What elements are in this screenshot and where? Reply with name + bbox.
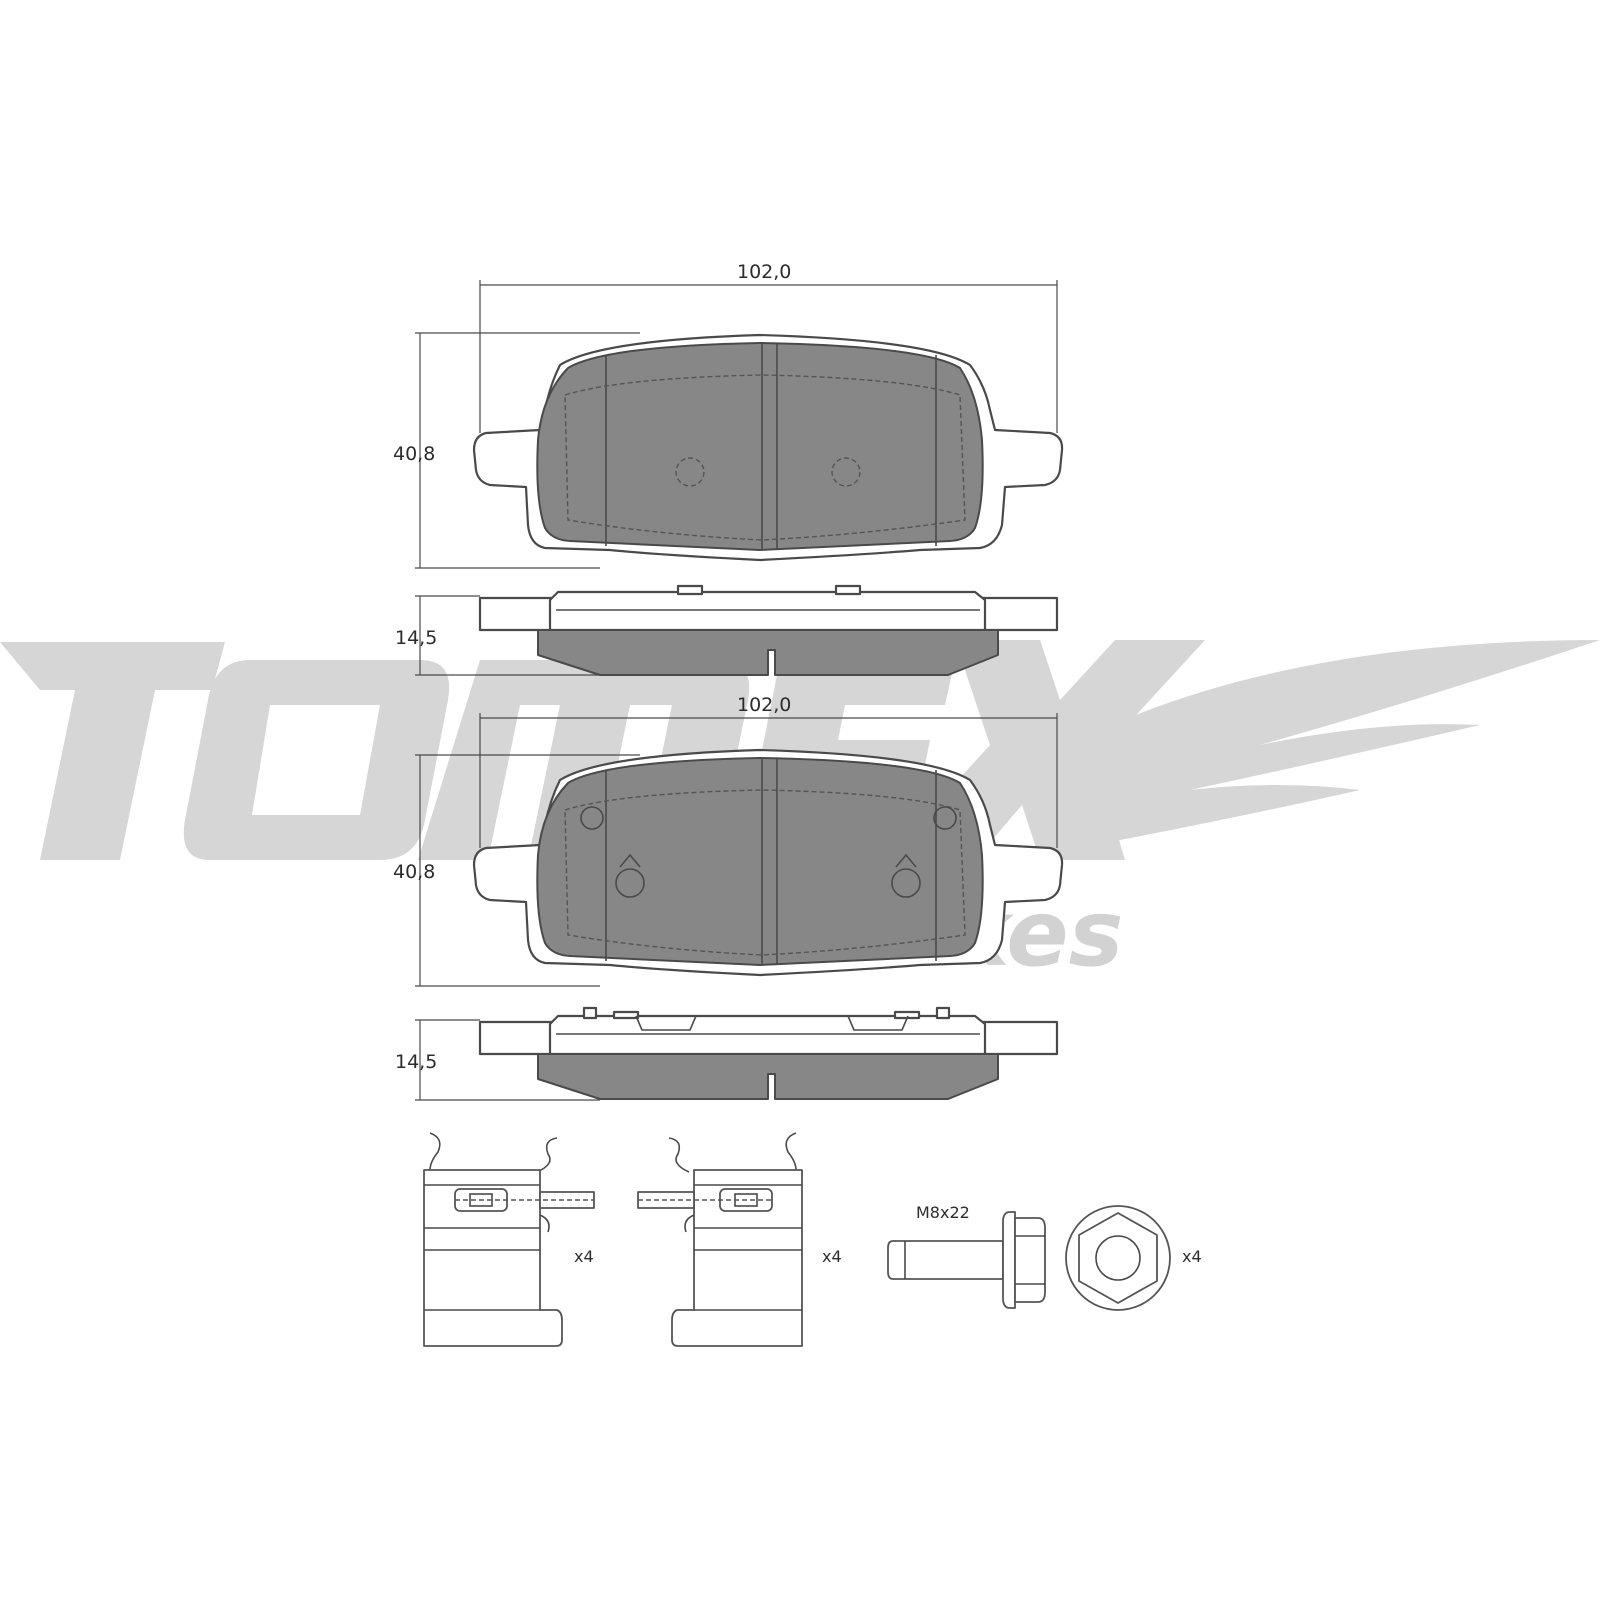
clip-right-body: [671, 1169, 803, 1347]
caliper-bolt: M8x22: [887, 1203, 1046, 1309]
top-pad-thickness-label: 14,5: [395, 627, 437, 649]
bottom-pad-height-label: 40,8: [393, 861, 435, 883]
bolt-head-hexagon: [1078, 1212, 1158, 1304]
bottom-pad-dimensions: 102,0 40,8: [393, 694, 1058, 987]
bottom-pad-hole-notch-left: [619, 853, 641, 868]
bolt-head-top-view: x4: [1065, 1205, 1202, 1311]
bolt-quantity: x4: [1182, 1247, 1202, 1266]
top-side-clip-left: [676, 584, 704, 596]
top-side-shim: [548, 590, 987, 632]
bottom-pad-pin-hole-left: [615, 868, 645, 898]
bottom-pad-hidden-edge: [564, 789, 966, 956]
clip-left-bend: [539, 1214, 550, 1233]
top-pad-dimensions: 102,0 40,8: [393, 261, 1058, 569]
watermark-wing: [1060, 640, 1600, 850]
bottom-side-tab-left-2: [612, 1010, 640, 1020]
clip-left-body: [423, 1169, 563, 1347]
bottom-pad-face-view: [472, 748, 1064, 977]
top-pad-hidden-edge: [564, 374, 966, 541]
top-pad-face-view: [472, 333, 1064, 562]
clip-left-spring-right: [536, 1137, 558, 1173]
bottom-pad-friction-material: [536, 757, 984, 966]
bottom-pad-thickness-dimension: 14,5: [395, 1019, 600, 1101]
watermark-letter-t: [0, 642, 225, 860]
bottom-side-clip-profile-left: [635, 1015, 697, 1031]
clip-left-quantity: x4: [574, 1247, 594, 1266]
bolt-shank: [887, 1240, 1004, 1280]
bottom-pad-thickness-label: 14,5: [395, 1051, 437, 1073]
bolt-size-label: M8x22: [916, 1203, 970, 1222]
bolt-head-center-circle: [1095, 1235, 1141, 1281]
bottom-side-tab-left-1: [582, 1006, 598, 1020]
bolt-flange: [1002, 1211, 1016, 1309]
top-pad-height-label: 40,8: [393, 443, 435, 465]
bottom-pad-side-view: [478, 1006, 1059, 1100]
anti-rattle-clip-left: x4: [423, 1132, 595, 1347]
bottom-side-tab-right-2: [935, 1006, 951, 1020]
anti-rattle-clip-right: x4: [637, 1132, 842, 1347]
bottom-pad-hole-upper-right: [933, 806, 957, 830]
top-pad-side-view: [478, 584, 1059, 676]
bottom-side-shim: [548, 1014, 987, 1056]
bottom-side-clip-profile-right: [847, 1015, 909, 1031]
top-pad-thickness-dimension: 14,5: [395, 595, 600, 676]
top-pad-pin-hole-right: [831, 457, 861, 487]
top-pad-width-label: 102,0: [737, 261, 791, 283]
watermark-letter-o: [183, 660, 450, 860]
top-side-friction: [537, 629, 999, 676]
bottom-side-friction: [537, 1053, 999, 1100]
clip-right-spring-left: [668, 1137, 690, 1173]
bottom-pad-pin-hole-right: [891, 868, 921, 898]
clip-right-bend: [684, 1214, 695, 1233]
clip-right-spring-right: [785, 1132, 797, 1171]
clip-right-quantity: x4: [822, 1247, 842, 1266]
bolt-hex-head: [1014, 1217, 1046, 1303]
top-side-clip-right: [834, 584, 862, 596]
bottom-pad-hole-notch-right: [895, 853, 917, 868]
bottom-pad-width-label: 102,0: [737, 694, 791, 716]
top-pad-pin-hole-left: [675, 457, 705, 487]
clip-left-spring-left: [429, 1132, 441, 1171]
top-pad-friction-material: [536, 342, 984, 551]
bottom-pad-hole-upper-left: [580, 806, 604, 830]
